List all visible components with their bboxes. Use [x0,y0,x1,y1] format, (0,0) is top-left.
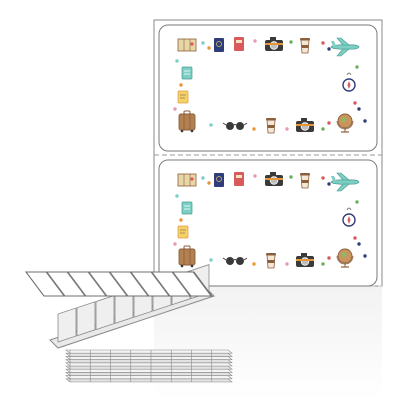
stack-layer [65,365,233,370]
dot-icon [179,218,183,222]
dot-icon [201,41,205,45]
label-bottom [158,159,378,287]
dot-icon [327,182,331,186]
dot-icon [252,127,256,131]
stack-layer [65,362,233,367]
dot-icon [357,107,361,111]
dot-icon [289,40,293,44]
book-icon [234,172,244,186]
coffee-cup-icon [266,118,276,134]
dot-icon [207,46,211,50]
stack-layer [65,375,233,380]
dot-icon [363,254,367,258]
camera-icon [296,253,314,267]
dot-icon [321,127,325,131]
passport-icon [214,38,224,52]
globe-icon [336,113,354,133]
dot-icon [327,47,331,51]
book-icon [234,37,244,51]
airplane-icon [330,172,360,192]
dot-icon [363,119,367,123]
stack-layer [65,352,233,357]
dot-icon [252,262,256,266]
dot-icon [353,101,357,105]
label-outline [158,159,378,287]
dot-icon [175,194,179,198]
airplane-icon [330,37,360,57]
top-sheet-outline [25,271,213,297]
dot-icon [253,39,257,43]
stack-layer [65,349,233,354]
camera-icon [296,118,314,132]
rising-label-cell [57,307,77,343]
dot-icon [327,256,331,260]
dot-icon [357,242,361,246]
label-outline [158,24,378,152]
label-top [158,24,378,152]
dot-icon [175,59,179,63]
dot-icon [285,127,289,131]
sunglasses-icon [222,122,248,130]
coffee-cup-icon [300,38,310,54]
suitcase-icon [178,110,196,133]
dot-icon [321,176,325,180]
dot-icon [179,83,183,87]
stack-layer [65,356,233,360]
dot-icon [173,107,177,111]
dot-icon [253,174,257,178]
coffee-cup-icon [300,173,310,189]
rising-label-cell [76,301,96,337]
stack-layers [65,349,233,383]
camera-icon [265,37,283,51]
stack-layer [65,372,233,376]
globe-icon [336,248,354,268]
stack-layer [65,368,233,373]
stack-layer [65,359,233,364]
dot-icon [355,200,359,204]
dot-icon [173,242,177,246]
sunglasses-icon [222,257,248,265]
dot-icon [321,41,325,45]
dot-icon [289,175,293,179]
dot-icon [207,181,211,185]
camera-icon [265,172,283,186]
fan-top-sheet [25,264,213,343]
suitcase-icon [178,245,196,268]
note-icon [177,90,189,104]
dot-icon [201,176,205,180]
ticket-icon [181,201,193,215]
coffee-cup-icon [266,253,276,269]
dot-icon [209,123,213,127]
rising-label-cell [95,295,115,331]
travel-icon-border [173,37,367,134]
stack-layer [65,378,233,383]
dot-icon [285,262,289,266]
ticket-icon [181,66,193,80]
compass-icon [342,72,356,92]
fanfold-stack [25,264,233,383]
travel-icon-border [173,172,367,269]
dot-icon [321,262,325,266]
passport-icon [214,173,224,187]
dot-icon [327,121,331,125]
dot-icon [355,65,359,69]
map-icon [177,173,197,187]
dot-icon [353,236,357,240]
map-icon [177,38,197,52]
compass-icon [342,207,356,227]
note-icon [177,225,189,239]
dot-icon [209,258,213,262]
